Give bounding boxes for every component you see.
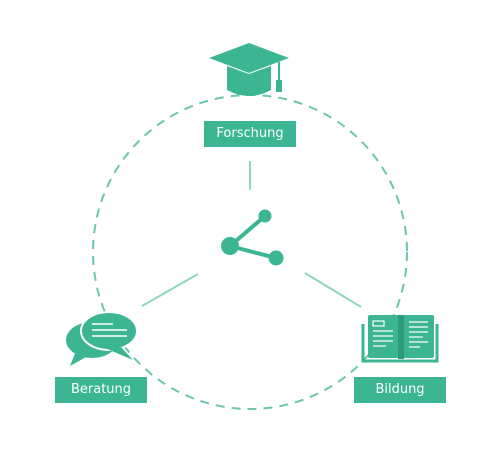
- connector-right: [304, 272, 362, 308]
- open-book-icon: [361, 315, 439, 363]
- label-bildung: Bildung: [354, 377, 446, 403]
- label-beratung: Beratung: [55, 377, 147, 403]
- label-forschung: Forschung: [204, 121, 296, 147]
- chat-bubbles-icon: [66, 311, 138, 366]
- graduation-cap-icon: [209, 43, 289, 96]
- share-icon: [221, 209, 284, 266]
- connector-left: [141, 273, 199, 307]
